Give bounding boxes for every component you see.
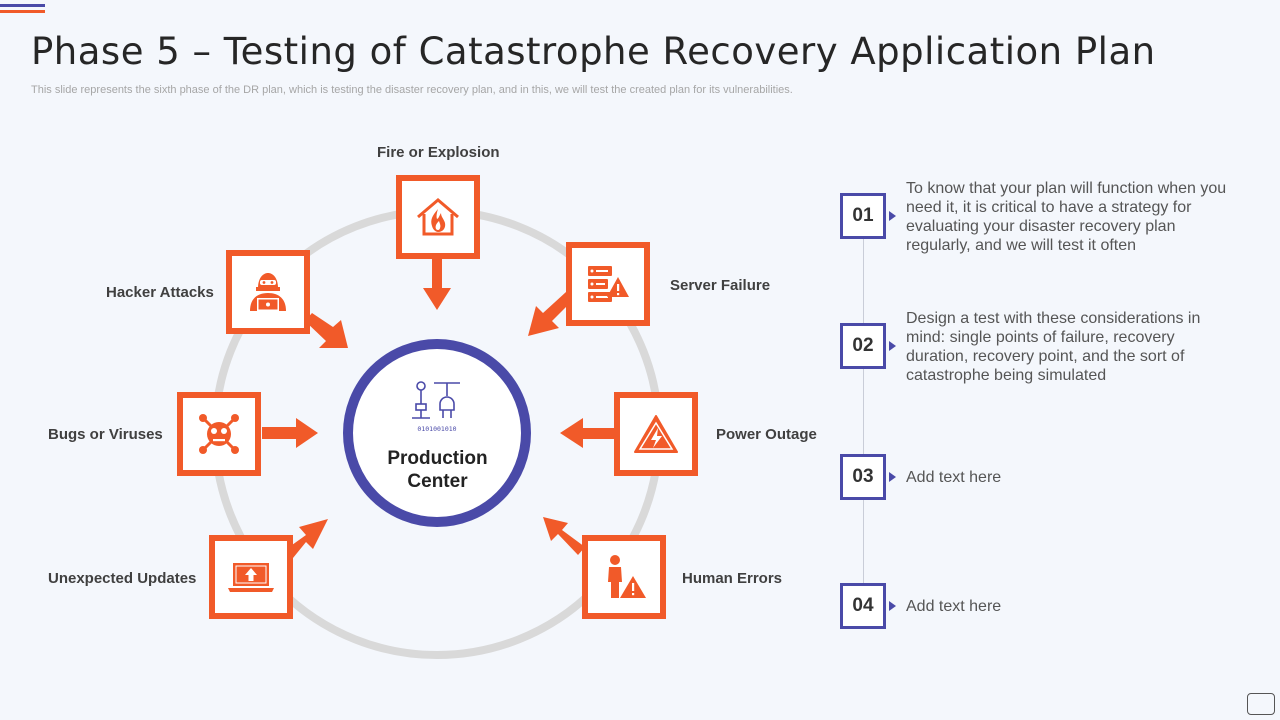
step-arrow-02	[889, 341, 896, 351]
step-arrow-04	[889, 601, 896, 611]
hazard-box-server	[566, 242, 650, 326]
arrow-human	[543, 517, 585, 555]
laptop-upload-icon	[228, 563, 274, 592]
hazard-box-power	[614, 392, 698, 476]
label-power-outage: Power Outage	[716, 426, 817, 443]
hazard-box-updates	[209, 535, 293, 619]
hazard-box-fire	[396, 175, 480, 259]
svg-text:0101001010: 0101001010	[417, 425, 456, 433]
virus-icon	[199, 414, 239, 454]
page-title: Phase 5 – Testing of Catastrophe Recover…	[31, 30, 1156, 73]
step-arrow-01	[889, 211, 896, 221]
hazard-box-hacker	[226, 250, 310, 334]
step-text-03: Add text here	[906, 469, 1002, 486]
arrow-fire	[423, 258, 451, 310]
robot-arm-icon	[412, 381, 460, 419]
step-number-03: 03	[840, 454, 886, 500]
production-center-circle	[343, 339, 531, 527]
label-server-failure: Server Failure	[670, 277, 771, 294]
arrow-bugs	[262, 418, 318, 448]
arrow-power	[560, 418, 615, 448]
label-fire-explosion: Fire or Explosion	[377, 144, 500, 161]
hazard-box-human	[582, 535, 666, 619]
slide-nav-button[interactable]	[1247, 693, 1275, 715]
step-number-04: 04	[840, 583, 886, 629]
center-label-line-2: Center	[407, 471, 468, 492]
server-warning-icon	[588, 266, 629, 302]
label-hacker-attacks: Hacker Attacks	[106, 284, 214, 301]
step-text-02: Design a test with these considerations …	[906, 310, 1201, 384]
arrow-server	[528, 292, 573, 336]
diagram-graphic: 0101001010	[211, 207, 663, 659]
label-bugs-viruses: Bugs or Viruses	[48, 426, 163, 443]
hazard-box-bugs	[177, 392, 261, 476]
step-arrow-03	[889, 472, 896, 482]
label-unexpected-updates: Unexpected Updates	[48, 570, 197, 587]
lightning-warning-icon	[634, 415, 678, 453]
timeline-line	[863, 238, 864, 584]
accent-bar-blue	[0, 4, 45, 7]
label-human-errors: Human Errors	[682, 570, 783, 587]
step-text-01: To know that your plan will function whe…	[906, 180, 1227, 254]
step-number-02: 02	[840, 323, 886, 369]
arrow-updates	[285, 519, 328, 558]
hacker-icon	[250, 273, 286, 311]
page-subtitle: This slide represents the sixth phase of…	[31, 84, 793, 96]
arrow-hacker	[305, 313, 348, 348]
house-fire-icon	[417, 198, 459, 236]
step-number-01: 01	[840, 193, 886, 239]
step-text-04: Add text here	[906, 598, 1002, 615]
production-center-label: Production Center	[360, 447, 515, 493]
center-label-line-1: Production	[387, 448, 488, 469]
hazard-arrows	[262, 258, 615, 558]
person-warning-icon	[608, 555, 646, 598]
accent-bar-orange	[0, 10, 45, 13]
